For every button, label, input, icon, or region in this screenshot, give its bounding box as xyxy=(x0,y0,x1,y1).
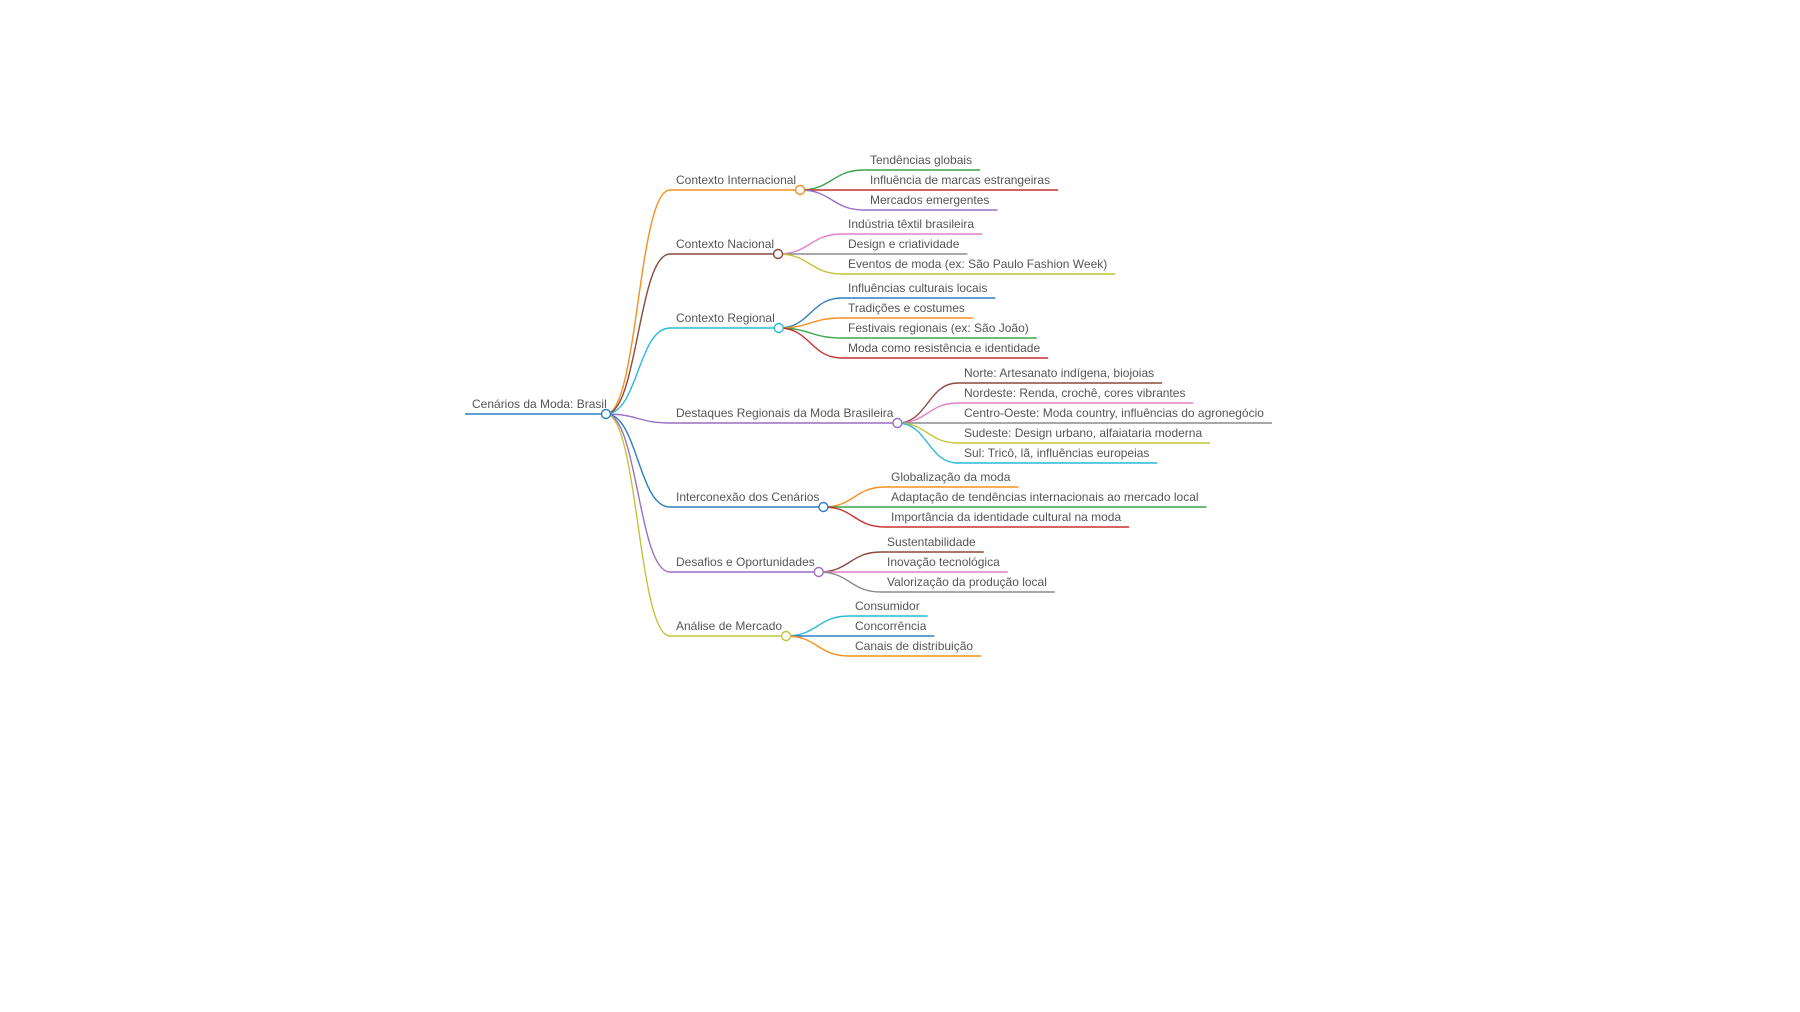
branch-label-6: Análise de Mercado xyxy=(676,619,782,633)
leaf-label-2-0: Influências culturais locais xyxy=(848,281,987,295)
leaf-label-5-0: Sustentabilidade xyxy=(887,535,976,549)
leaf-connector-5-2 xyxy=(818,571,1055,593)
leaf-label-5-1: Inovação tecnológica xyxy=(887,555,1000,569)
branch-node-5[interactable] xyxy=(813,566,824,578)
branch-label-3: Destaques Regionais da Moda Brasileira xyxy=(676,406,894,420)
branch-label-2: Contexto Regional xyxy=(676,311,775,325)
branch-connector-0 xyxy=(605,189,801,415)
root-node[interactable] xyxy=(600,408,612,420)
branch-connector-1 xyxy=(605,253,779,415)
leaf-connector-2-3 xyxy=(778,327,1049,359)
leaf-connector-4-2 xyxy=(823,506,1130,528)
leaf-label-2-1: Tradições e costumes xyxy=(848,301,965,315)
leaf-connector-6-0 xyxy=(786,615,928,637)
leaf-label-6-2: Canais de distribuição xyxy=(855,639,973,653)
branch-label-5: Desafios e Oportunidades xyxy=(676,555,815,569)
connector-layer xyxy=(465,169,1272,657)
leaf-label-0-0: Tendências globais xyxy=(870,153,972,167)
branch-connector-4 xyxy=(605,413,824,508)
leaf-connector-3-0 xyxy=(897,382,1163,424)
branch-node-2[interactable] xyxy=(773,322,784,334)
leaf-label-2-2: Festivais regionais (ex: São João) xyxy=(848,321,1029,335)
branch-node-6[interactable] xyxy=(780,630,792,642)
leaf-connector-6-2 xyxy=(786,635,982,657)
root-node-label: Cenários da Moda: Brasil xyxy=(472,397,607,411)
leaf-label-1-2: Eventos de moda (ex: São Paulo Fashion W… xyxy=(848,257,1107,271)
branch-node-4[interactable] xyxy=(818,501,829,513)
leaf-label-1-0: Indústria têxtil brasileira xyxy=(848,217,974,231)
branch-label-0: Contexto Internacional xyxy=(676,173,796,187)
leaf-label-5-2: Valorização da produção local xyxy=(887,575,1047,589)
leaf-label-3-3: Sudeste: Design urbano, alfaiataria mode… xyxy=(964,426,1202,440)
branch-connector-3 xyxy=(605,413,898,424)
branch-connector-2 xyxy=(605,327,779,415)
leaf-connector-1-0 xyxy=(778,233,983,255)
leaf-connector-0-2 xyxy=(800,189,998,211)
branch-node-1[interactable] xyxy=(772,248,784,260)
leaf-connector-3-4 xyxy=(897,422,1158,464)
leaf-label-6-0: Consumidor xyxy=(855,599,920,613)
leaf-connector-4-0 xyxy=(823,486,1019,508)
leaf-label-4-2: Importância da identidade cultural na mo… xyxy=(891,510,1121,524)
leaf-label-0-1: Influência de marcas estrangeiras xyxy=(870,173,1050,187)
leaf-label-4-1: Adaptação de tendências internacionais a… xyxy=(891,490,1199,504)
leaf-label-4-0: Globalização da moda xyxy=(891,470,1011,484)
leaf-label-3-4: Sul: Tricô, lã, influências europeias xyxy=(964,446,1149,460)
leaf-label-6-1: Concorrência xyxy=(855,619,927,633)
branch-node-3[interactable] xyxy=(892,417,903,429)
branch-label-1: Contexto Nacional xyxy=(676,237,774,251)
leaf-connector-5-0 xyxy=(818,551,984,573)
branch-connector-6 xyxy=(605,413,787,637)
leaf-connector-0-0 xyxy=(800,169,981,191)
node-layer: Cenários da Moda: Brasil Contexto Interna… xyxy=(472,153,1264,653)
leaf-connector-2-0 xyxy=(778,297,996,329)
branch-node-0[interactable] xyxy=(794,184,806,196)
leaf-label-2-3: Moda como resistência e identidade xyxy=(848,341,1040,355)
leaf-label-1-1: Design e criatividade xyxy=(848,237,960,251)
branch-label-4: Interconexão dos Cenários xyxy=(676,490,819,504)
leaf-connector-1-2 xyxy=(778,253,1116,275)
leaf-label-0-2: Mercados emergentes xyxy=(870,193,989,207)
leaf-label-3-0: Norte: Artesanato indígena, biojoias xyxy=(964,366,1154,380)
leaf-connector-2-1 xyxy=(778,317,973,329)
leaf-label-3-1: Nordeste: Renda, crochê, cores vibrantes xyxy=(964,386,1185,400)
branch-connector-5 xyxy=(605,413,819,573)
leaf-label-3-2: Centro-Oeste: Moda country, influências … xyxy=(964,406,1264,420)
